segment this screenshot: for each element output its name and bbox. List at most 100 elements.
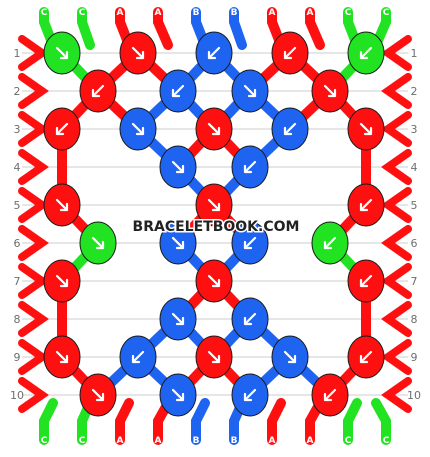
knot-arrow-icon	[171, 236, 185, 250]
knot-arrow-icon	[283, 350, 297, 364]
strand-label-top: C	[79, 8, 86, 18]
knot	[231, 69, 269, 113]
knot-arrow-icon	[55, 122, 69, 136]
strand-label-bottom: B	[231, 436, 238, 446]
edge-zigzag-right	[381, 35, 412, 71]
strand-top-1	[77, 7, 95, 50]
knot-arrow-icon	[171, 160, 185, 174]
edge-zigzag-right	[381, 225, 412, 261]
strand-top-5	[229, 7, 247, 50]
knot-arrow-icon	[131, 350, 145, 364]
strand-label-bottom: A	[117, 436, 124, 446]
edge-zigzag-left	[18, 301, 49, 337]
edge-zigzag-right	[381, 377, 412, 413]
row-label-left: 10	[10, 389, 24, 402]
knot-arrow-icon	[91, 236, 105, 250]
row-label-right: 5	[411, 199, 418, 212]
knot	[195, 107, 233, 151]
strand-label-bottom: C	[41, 436, 48, 446]
row-label-right: 4	[411, 161, 418, 174]
knot	[159, 221, 197, 265]
knot-grid	[43, 31, 385, 417]
edge-zigzag-left	[18, 149, 49, 185]
knot	[231, 145, 269, 189]
row-label-left: 2	[14, 85, 21, 98]
knot-arrow-icon	[131, 122, 145, 136]
knot	[79, 69, 117, 113]
knot-arrow-icon	[359, 46, 373, 60]
knot-arrow-icon	[359, 122, 373, 136]
edge-zigzag-right	[381, 73, 412, 109]
strand-label-top: B	[193, 8, 200, 18]
strand-bottom-8	[343, 398, 362, 445]
strand-label-bottom: C	[345, 436, 352, 446]
knot-arrow-icon	[359, 274, 373, 288]
knot	[347, 31, 385, 75]
knot	[79, 373, 117, 417]
row-label-left: 5	[14, 199, 21, 212]
knot-arrow-icon	[243, 160, 257, 174]
row-label-left: 3	[14, 123, 21, 136]
knot-arrow-icon	[207, 350, 221, 364]
edge-zigzag-right	[381, 301, 412, 337]
strand-label-top: C	[383, 8, 390, 18]
knot-arrow-icon	[171, 388, 185, 402]
strand-label-bottom: A	[269, 436, 276, 446]
knot-arrow-icon	[91, 84, 105, 98]
knot	[271, 107, 309, 151]
row-label-right: 3	[411, 123, 418, 136]
strand-top-7	[305, 7, 325, 50]
strand-bottom-2	[115, 398, 134, 445]
knot	[159, 297, 197, 341]
strand-bottom-4	[191, 398, 210, 445]
knot	[43, 31, 81, 75]
knot	[159, 373, 197, 417]
row-label-left: 4	[14, 161, 21, 174]
knot-arrow-icon	[243, 312, 257, 326]
knot-arrow-icon	[55, 198, 69, 212]
edge-zigzag-left	[18, 339, 49, 375]
strand-bottom-9	[371, 398, 391, 445]
strand-label-bottom: A	[155, 436, 162, 446]
strand-bottom-0	[39, 398, 58, 445]
knot	[347, 335, 385, 379]
knot-arrow-icon	[55, 46, 69, 60]
row-label-right: 8	[411, 313, 418, 326]
knot	[231, 373, 269, 417]
knot-arrow-icon	[207, 122, 221, 136]
edge-zigzag-right	[381, 187, 412, 223]
knot-arrow-icon	[243, 236, 257, 250]
strand-label-top: C	[345, 8, 352, 18]
edge-zigzag-left	[18, 187, 49, 223]
edge-zigzag-left	[18, 377, 49, 413]
strand-label-top: C	[41, 8, 48, 18]
strand-label-top: B	[231, 8, 238, 18]
knot	[347, 259, 385, 303]
knot	[119, 335, 157, 379]
knot	[271, 31, 309, 75]
knot-arrow-icon	[243, 388, 257, 402]
edge-zigzag-left	[18, 263, 49, 299]
row-label-left: 7	[14, 275, 21, 288]
knot	[347, 107, 385, 151]
strand-top-9	[371, 7, 391, 50]
knot	[347, 183, 385, 227]
strand-bottom-6	[267, 398, 286, 445]
knot-arrow-icon	[243, 84, 257, 98]
knot-arrow-icon	[323, 84, 337, 98]
knot	[311, 69, 349, 113]
knot-arrow-icon	[323, 236, 337, 250]
edge-zigzag-right	[381, 149, 412, 185]
knot-arrow-icon	[55, 350, 69, 364]
knot	[119, 31, 157, 75]
knot-arrow-icon	[207, 46, 221, 60]
knot	[195, 31, 233, 75]
row-label-right: 6	[411, 237, 418, 250]
knot-arrow-icon	[131, 46, 145, 60]
strand-label-bottom: A	[307, 436, 314, 446]
knot-arrow-icon	[283, 122, 297, 136]
knot-arrow-icon	[359, 198, 373, 212]
row-label-left: 8	[14, 313, 21, 326]
